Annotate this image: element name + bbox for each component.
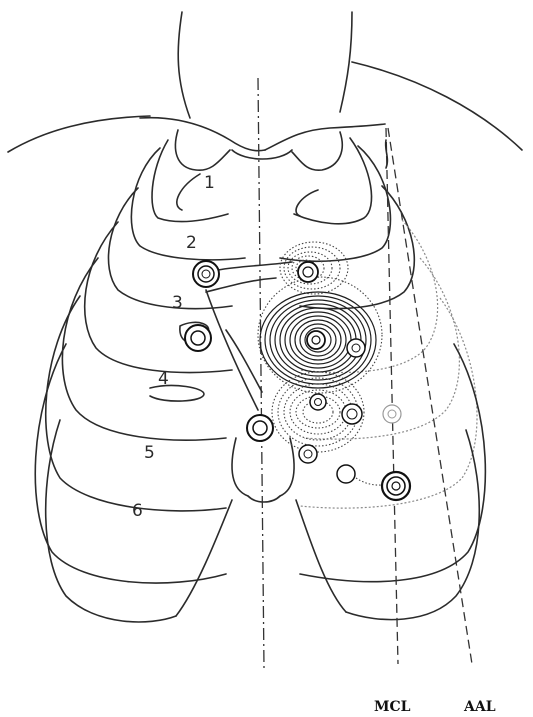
right-costal-margin [296, 500, 346, 612]
left-shoulder-line [8, 116, 150, 152]
rib-label-3: 3 [172, 293, 183, 313]
electrode [383, 405, 401, 423]
xiphoid-right [280, 438, 294, 496]
sternum [176, 438, 346, 616]
right-rib-1-inner [296, 190, 318, 216]
manubrium-notch [232, 150, 292, 159]
electrode [185, 325, 211, 351]
electrode [193, 261, 219, 287]
clavicles [140, 118, 385, 171]
left-costal-margin [176, 500, 232, 616]
right-ribs [280, 138, 485, 620]
sternoclavicular-right [292, 132, 342, 170]
electrode [247, 415, 273, 441]
right-rib-1 [294, 138, 372, 224]
electrode [337, 465, 355, 483]
left-rib-4 [85, 222, 232, 372]
rib-label-2: 2 [186, 233, 197, 253]
xiphoid-left [232, 438, 248, 496]
right-clavicle [265, 124, 385, 150]
neck-shoulders [8, 12, 522, 152]
left-ribs [35, 140, 245, 622]
mcl-label: MCL [374, 699, 411, 715]
electrode [342, 404, 362, 424]
rib-label-4: 4 [158, 369, 169, 389]
mcl-line [386, 128, 398, 664]
neck-right-line [340, 12, 352, 112]
electrode [299, 445, 317, 463]
electrode [307, 331, 325, 349]
left-rib-1-inner [177, 174, 200, 210]
electrode [298, 262, 318, 282]
left-rib-8 [46, 420, 176, 622]
rib-label-5: 5 [144, 443, 155, 463]
aal-label: AAL [463, 699, 496, 715]
rib-label-6: 6 [132, 501, 143, 521]
neck-left-line [178, 12, 190, 118]
right-shoulder-line [352, 62, 522, 150]
midsternal-line [258, 78, 264, 668]
left-clavicle [140, 118, 265, 151]
right-rib-8 [346, 430, 479, 620]
electrode [310, 394, 326, 410]
rib-label-1: 1 [204, 173, 215, 193]
xiphoid-tip [248, 496, 280, 502]
electrode [347, 339, 365, 357]
electrode [382, 472, 410, 500]
right-rib-3 [300, 186, 414, 309]
aal-line [388, 128, 472, 664]
